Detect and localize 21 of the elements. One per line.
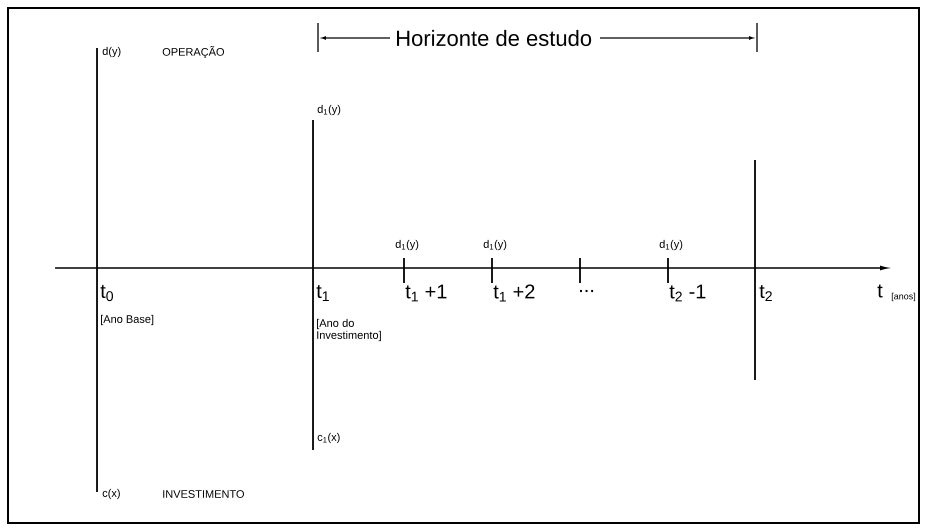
note-text: [Ano Base] bbox=[101, 314, 154, 326]
time-label: t$_{0}$ bbox=[100, 284, 114, 302]
unit-label: [anos] bbox=[892, 292, 916, 302]
note-text: [Ano do Investimento] bbox=[317, 318, 381, 342]
cash-flow-label: c$_{1}$(x) bbox=[318, 432, 340, 444]
axis-label: c(x) bbox=[102, 488, 120, 500]
dimension-label: Horizonte de estudo bbox=[397, 30, 592, 46]
cash-flow-label: d$_{1}$(y) bbox=[396, 240, 418, 250]
cash-flow-label: d$_{1}$(y) bbox=[318, 104, 340, 116]
time-label: ... bbox=[580, 290, 594, 292]
time-label: t$_{2}$ bbox=[760, 284, 772, 302]
axis-label: INVESTIMENTO bbox=[163, 490, 244, 498]
axis-label: d(y) bbox=[102, 46, 120, 58]
time-label: t$_{1}$ +2 bbox=[494, 284, 534, 302]
time-label: t$_{1}$ bbox=[316, 284, 329, 302]
cash-flow-label: d$_{1}$(y) bbox=[660, 240, 682, 250]
time-label: t$_{2}$ -1 bbox=[670, 284, 706, 302]
cash-flow-label: d$_{1}$(y) bbox=[484, 240, 506, 250]
time-label: t$_{1}$ +1 bbox=[406, 284, 446, 302]
axis-label: OPERAÇÃO bbox=[162, 46, 224, 58]
axis-label: t bbox=[878, 284, 883, 298]
